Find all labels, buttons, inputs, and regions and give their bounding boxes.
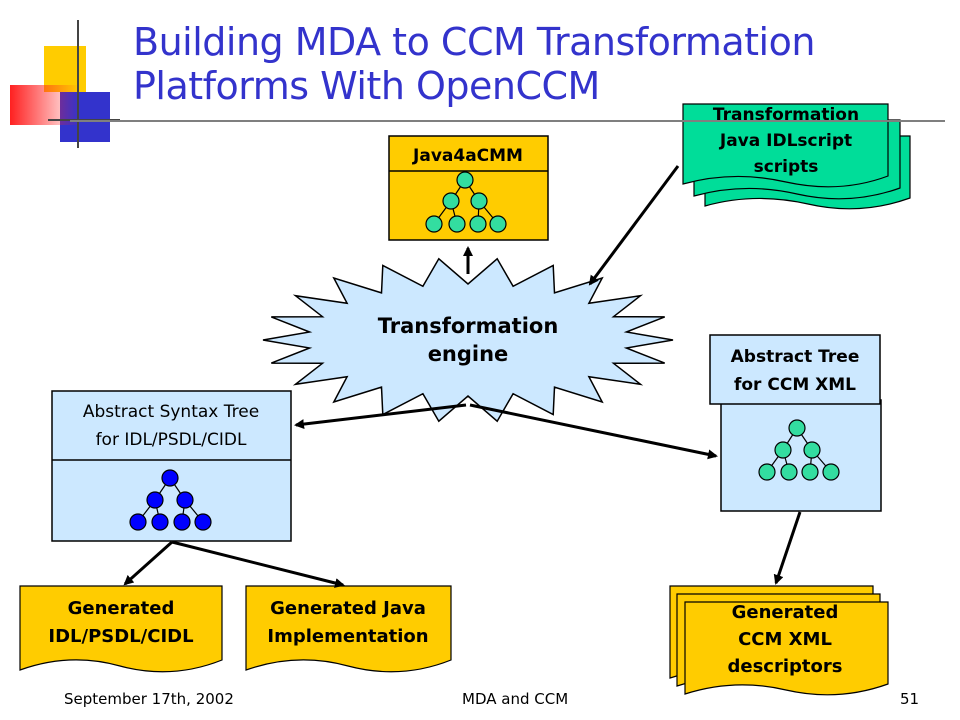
slide-title-line-1: Building MDA to CCM Transformation [133, 20, 815, 64]
java4acmm-box: Java4aCMM [388, 135, 549, 241]
ast-tree-icon [129, 469, 212, 531]
scripts-label-3: scripts [754, 157, 819, 177]
corner-logo [10, 20, 120, 148]
engine-label-1: Transformation [378, 314, 559, 338]
ast-label-2: for IDL/PSDL/CIDL [96, 430, 247, 450]
slide-title-line-2: Platforms With OpenCCM [133, 64, 600, 108]
arrow-ast-to-gen-java [171, 540, 345, 588]
ccm-tree-box: Abstract Tree for CCM XML [709, 334, 882, 512]
generated-java-document: Generated Java Implementation [245, 585, 452, 673]
arrow-scripts-to-engine [588, 165, 680, 286]
ccm-tree-icon [758, 419, 840, 481]
title-divider [70, 120, 945, 122]
slide-title: Building MDA to CCM Transformation Platf… [133, 20, 933, 108]
ast-label-1: Abstract Syntax Tree [83, 402, 259, 422]
arrows [123, 165, 802, 588]
ast-box: Abstract Syntax Tree for IDL/PSDL/CIDL [51, 390, 292, 542]
gen-idl-label-2: IDL/PSDL/CIDL [48, 626, 193, 647]
scripts-label-2: Java IDLscript [719, 131, 852, 151]
gen-xml-label-1: Generated [732, 602, 839, 623]
scripts-label-1: Transformation [713, 105, 859, 125]
gen-java-label-1: Generated Java [270, 598, 426, 619]
footer-topic: MDA and CCM [462, 690, 569, 708]
arrow-engine-to-ccm-tree [469, 403, 718, 460]
arrow-engine-to-ast [294, 403, 467, 430]
gen-xml-label-3: descriptors [728, 656, 843, 677]
arrow-ccm-tree-to-gen-xml [773, 511, 802, 585]
ccm-tree-label-2: for CCM XML [734, 375, 856, 395]
gen-xml-label-2: CCM XML [738, 629, 832, 650]
engine-label-2: engine [428, 342, 509, 366]
footer-page-number: 51 [900, 690, 920, 708]
gen-idl-label-1: Generated [68, 598, 175, 619]
generated-xml-document-stack: Generated CCM XML descriptors [669, 585, 889, 696]
java4acmm-label: Java4aCMM [412, 146, 523, 166]
generated-idl-document: Generated IDL/PSDL/CIDL [19, 585, 223, 673]
scripts-document-stack: Transformation Java IDLscript scripts [682, 103, 911, 210]
gen-java-label-2: Implementation [267, 626, 428, 647]
java4acmm-tree-icon [425, 171, 507, 233]
transformation-engine-burst: Transformation engine [262, 257, 674, 423]
footer-date: September 17th, 2002 [64, 690, 234, 708]
arrow-ast-to-gen-idl [123, 540, 173, 586]
ccm-tree-label-1: Abstract Tree [731, 347, 860, 367]
